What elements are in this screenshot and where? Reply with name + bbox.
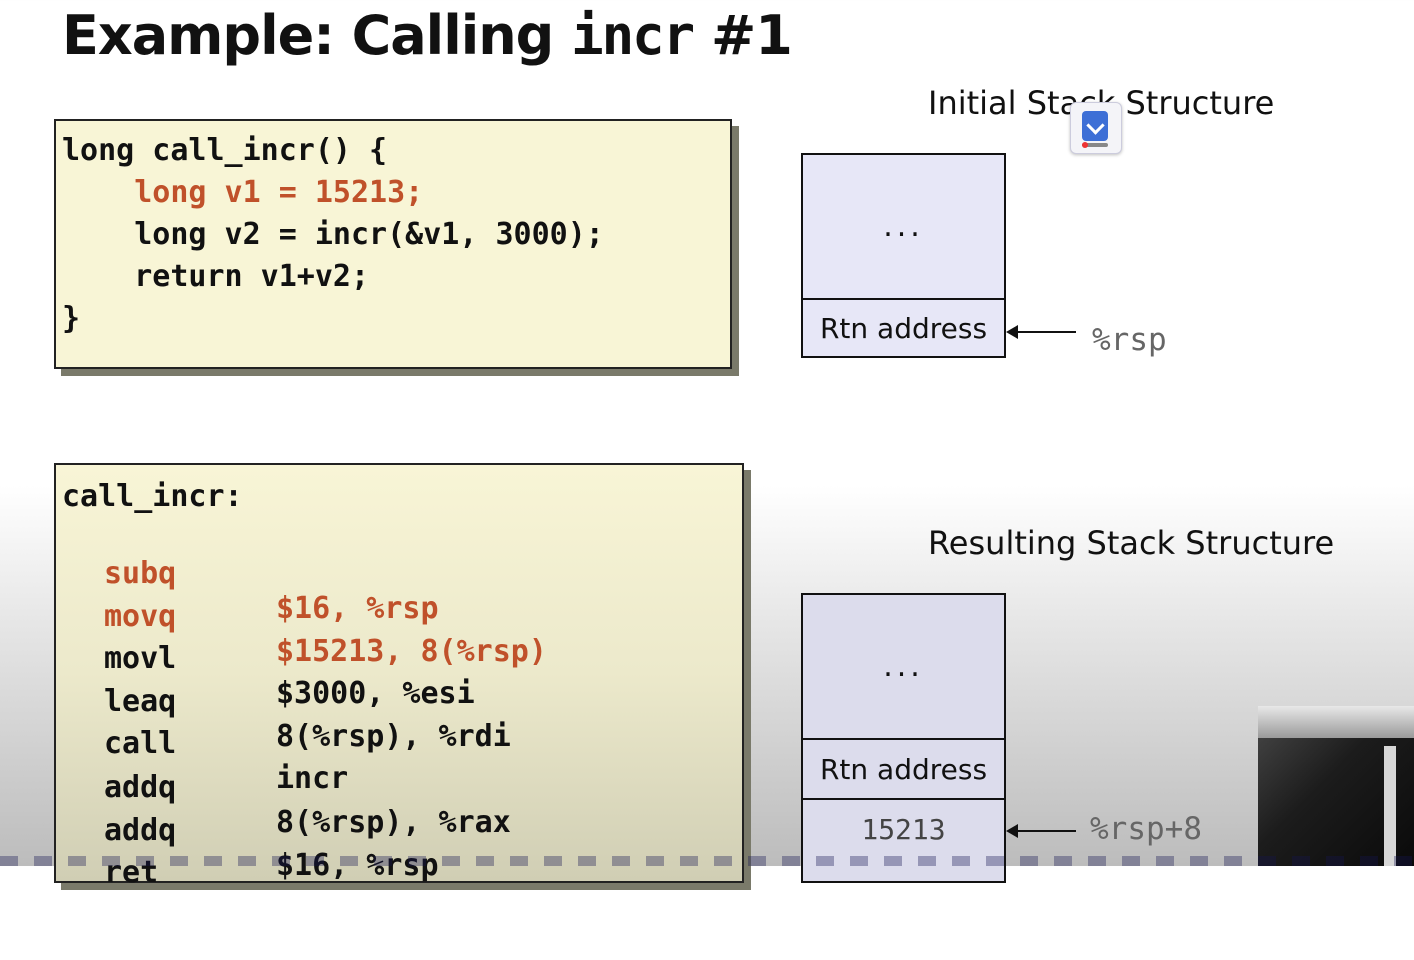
asm-opcode: movq [104,599,177,634]
camera-background-wall [1258,706,1414,738]
c-code-box: long call_incr() { long v1 = 15213; long… [54,119,732,369]
asm-instruction: leaq 8(%rsp), %rdi [56,649,736,789]
bookmark-download-icon-glyph [1082,111,1108,141]
asm-instruction: subq $16, %rsp [56,521,736,661]
rsp-pointer-arrow [1006,325,1076,339]
c-code-line-4: return v1+v2; [62,259,370,294]
slide-title-code: incr [571,4,695,67]
c-code-line-3: long v2 = incr(&v1, 3000); [62,217,604,252]
asm-operands: incr [276,761,349,796]
bookmark-download-icon[interactable] [1070,102,1122,154]
asm-opcode: leaq [104,684,177,719]
resulting-stack-label: Resulting Stack Structure [928,524,1335,562]
rsp-plus-8-pointer-arrow [1006,824,1076,838]
asm-instruction: call incr [56,691,736,831]
c-code-line-1: long call_incr() { [62,133,388,168]
asm-operands: $16, %rsp [276,591,439,626]
asm-opcode: addq [104,813,177,848]
asm-instruction: movq $15213, 8(%rsp) [56,564,736,704]
stack-cell-return-address: Rtn address [803,738,1004,798]
asm-operands: $3000, %esi [276,676,475,711]
asm-instruction: ret [56,820,736,960]
asm-opcode: subq [104,556,177,591]
c-code-line-5: } [62,301,81,336]
asm-instruction: addq 8(%rsp), %rax [56,735,736,875]
stack-cell-return-address: Rtn address [803,298,1004,356]
initial-stack-diagram: ... Rtn address [801,153,1006,358]
resulting-stack-diagram: ... Rtn address 15213 [801,593,1006,883]
bookmark-download-icon-bar [1082,142,1108,148]
resulting-stack-pointer-label: %rsp+8 [1090,811,1202,847]
asm-opcode: movl [104,641,177,676]
slide-title-suffix: #1 [693,4,793,67]
asm-operands: $15213, 8(%rsp) [276,634,547,669]
stack-cell-ellipsis: ... [883,649,924,684]
asm-instruction: movl $3000, %esi [56,606,736,746]
asm-opcode: addq [104,770,177,805]
initial-stack-pointer-label: %rsp [1092,322,1167,358]
asm-operands: 8(%rsp), %rdi [276,719,511,754]
presenter-camera-inset [1258,706,1414,866]
slide-title: Example: Calling incr #1 [62,4,793,67]
camera-door-frame [1384,746,1396,866]
subtitle-strip [0,856,1414,866]
asm-label: call_incr: [62,479,243,514]
stack-cell-v1-value: 15213 [803,798,1004,858]
c-code-line-2: long v1 = 15213; [62,175,424,210]
slide-title-prefix: Example: Calling [62,4,572,67]
asm-opcode: call [104,726,177,761]
stack-cell-ellipsis: ... [883,209,924,244]
asm-code-box: call_incr: subq $16, %rsp movq $15213, 8… [54,463,744,890]
asm-operands: 8(%rsp), %rax [276,805,511,840]
